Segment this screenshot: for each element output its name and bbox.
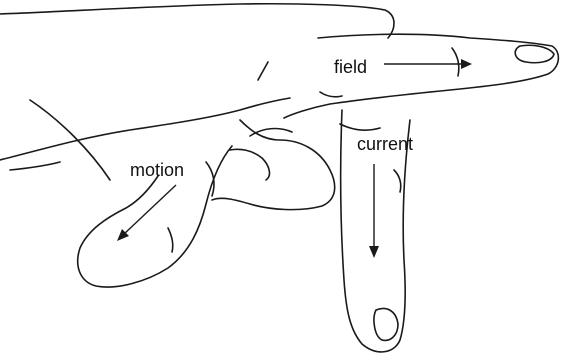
forefinger-nail xyxy=(515,45,554,62)
curled-finger-outline xyxy=(212,120,335,210)
knuckle-line xyxy=(258,62,268,80)
motion-label: motion xyxy=(130,161,184,179)
middle-finger-crease xyxy=(394,170,401,192)
wrist-crease-2 xyxy=(10,162,60,170)
middle-finger-crease-2 xyxy=(340,124,380,130)
wrist-crease xyxy=(30,100,110,180)
curled-finger-outline-3 xyxy=(250,129,292,136)
curled-finger-outline-2 xyxy=(230,149,269,180)
field-label: field xyxy=(334,58,367,76)
motion-arrow xyxy=(117,185,176,241)
current-label: current xyxy=(357,135,413,153)
hand-back-outline xyxy=(0,4,394,38)
thumb-crease-2 xyxy=(168,228,173,252)
current-arrow xyxy=(369,164,379,258)
middle-finger-nail xyxy=(374,309,398,341)
forefinger-crease-2 xyxy=(320,92,342,97)
forefinger-crease xyxy=(452,48,459,76)
